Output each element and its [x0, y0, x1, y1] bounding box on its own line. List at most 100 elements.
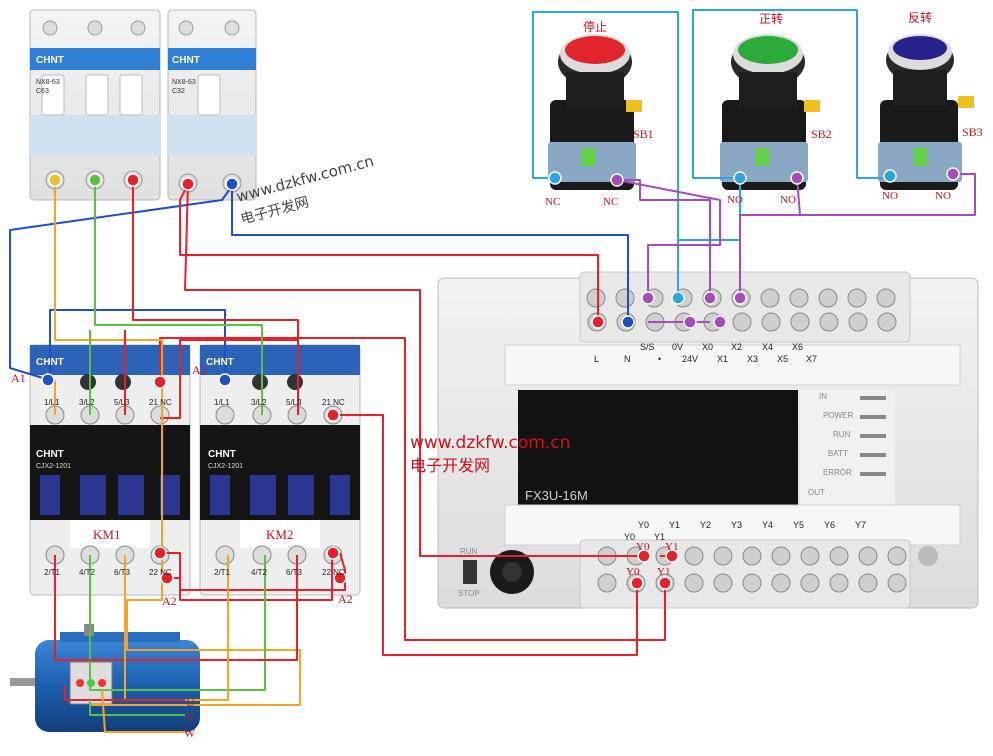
sb3-title: 反转 [908, 10, 932, 25]
km2-brand-top: CHNT [206, 357, 234, 368]
wire [160, 339, 298, 419]
wires [9, 9, 976, 733]
sb1-contact-left: NC [545, 196, 560, 208]
button-sb1-stop [548, 34, 642, 190]
main-breaker-brand: CHNT [36, 55, 64, 66]
km1-coil-a1: A1 [11, 371, 26, 385]
terminal-dot [883, 169, 897, 183]
terminal-dot [733, 291, 747, 305]
wire [179, 183, 599, 322]
terminal-dot [665, 549, 679, 563]
km1-brand: CHNT [36, 449, 64, 460]
control-breaker-brand: CHNT [172, 55, 200, 66]
watermark-name-center: 电子开发网 [410, 456, 490, 475]
km2-term-22nc: 22 NC [322, 568, 345, 577]
terminal-dot [683, 315, 697, 329]
plc-out-label: Y6 [824, 520, 835, 530]
km1-term-3l2: 3/L2 [79, 398, 95, 407]
wire [340, 414, 638, 656]
plc-in-label: X7 [806, 354, 817, 364]
plc-led-power: POWER [823, 411, 853, 420]
terminal-dot [181, 177, 195, 191]
plc-out-y1-upper: Y1 [665, 541, 678, 553]
wire [64, 685, 185, 701]
plc-in-label: X0 [702, 342, 713, 352]
plc-in-label: 0V [672, 342, 683, 352]
km1-brand-top: CHNT [36, 357, 64, 368]
terminal-dot [126, 173, 140, 187]
km2-term-2t1: 2/T1 [214, 568, 231, 577]
plc-in-label: X6 [792, 342, 803, 352]
terminal-dot [658, 576, 672, 590]
wire [101, 689, 185, 733]
km1-term-4t2: 4/T2 [79, 568, 96, 577]
terminal-dot [153, 375, 167, 389]
wire [94, 180, 263, 415]
km1-term-21nc: 21 NC [149, 398, 172, 407]
plc-in-label: X1 [717, 354, 728, 364]
km2-coil-a2: A2 [192, 363, 207, 377]
wire [89, 700, 185, 716]
plc-led-in: IN [819, 392, 827, 401]
sb2-tag: SB2 [811, 127, 832, 141]
km1-term-5l3: 5/L3 [114, 398, 130, 407]
plc-in-label: N [624, 354, 631, 364]
terminal-dot [703, 291, 717, 305]
sb1-title: 停止 [583, 19, 607, 34]
phase-v: V [186, 710, 195, 724]
terminal-dot [41, 373, 55, 387]
km1-term-22nc: 22 NC [149, 568, 172, 577]
plc-out-label: Y1 [654, 532, 665, 542]
terminal-dot [333, 571, 347, 585]
wire [160, 552, 333, 601]
sb3-contact-left: NO [882, 190, 898, 202]
wire [132, 180, 299, 415]
km1-coil-a2: A2 [162, 594, 177, 608]
km2-name: KM2 [266, 527, 293, 542]
phase-w: W [184, 726, 196, 740]
plc-switch-stop: STOP [458, 589, 480, 598]
plc-in-label: L [594, 354, 599, 364]
km1-term-2t1: 2/T1 [44, 568, 61, 577]
plc-led-error: ERROR [823, 468, 852, 477]
terminal-dot [637, 549, 651, 563]
plc-out-y0-upper: Y0 [636, 541, 650, 553]
terminal-dot [326, 408, 340, 422]
plc-in-label: X4 [762, 342, 773, 352]
sb2-title: 正转 [759, 11, 783, 26]
plc-out-label: Y2 [700, 520, 711, 530]
plc-out-label: Y5 [793, 520, 804, 530]
km2-model: CJX2-1201 [208, 463, 243, 470]
wire [532, 11, 679, 298]
km2-term-6t3: 6/T3 [286, 568, 303, 577]
wire [616, 179, 721, 298]
wire [167, 552, 346, 591]
plc-out-label: Y0 [638, 520, 649, 530]
terminal-dot [671, 291, 685, 305]
terminal-dot [153, 546, 167, 560]
wire [739, 177, 801, 298]
wire [800, 173, 976, 216]
control-breaker-c32: CHNT NX8-63 C32 [167, 9, 257, 201]
terminal-dot [48, 173, 62, 187]
km2-term-21nc: 21 NC [322, 398, 345, 407]
terminal-dot [946, 167, 960, 181]
control-breaker-rating: C32 [172, 88, 185, 95]
wire [617, 179, 711, 298]
km1-model: CJX2-1201 [36, 463, 71, 470]
sb2-contact-left: NO [727, 194, 743, 206]
plc-led-run: RUN [833, 430, 851, 439]
sb3-contact-right: NO [935, 190, 951, 202]
terminal-dot [326, 546, 340, 560]
km2-term-4t2: 4/T2 [251, 568, 268, 577]
terminal-dot [630, 576, 644, 590]
plc-in-label: • [658, 354, 661, 364]
km2-term-3l2: 3/L2 [251, 398, 267, 407]
terminal-dot [218, 373, 232, 387]
main-breaker-model: NX8-63 [36, 79, 60, 86]
terminal-dot [790, 171, 804, 185]
plc-in-label: X5 [777, 354, 788, 364]
wire [89, 555, 266, 691]
